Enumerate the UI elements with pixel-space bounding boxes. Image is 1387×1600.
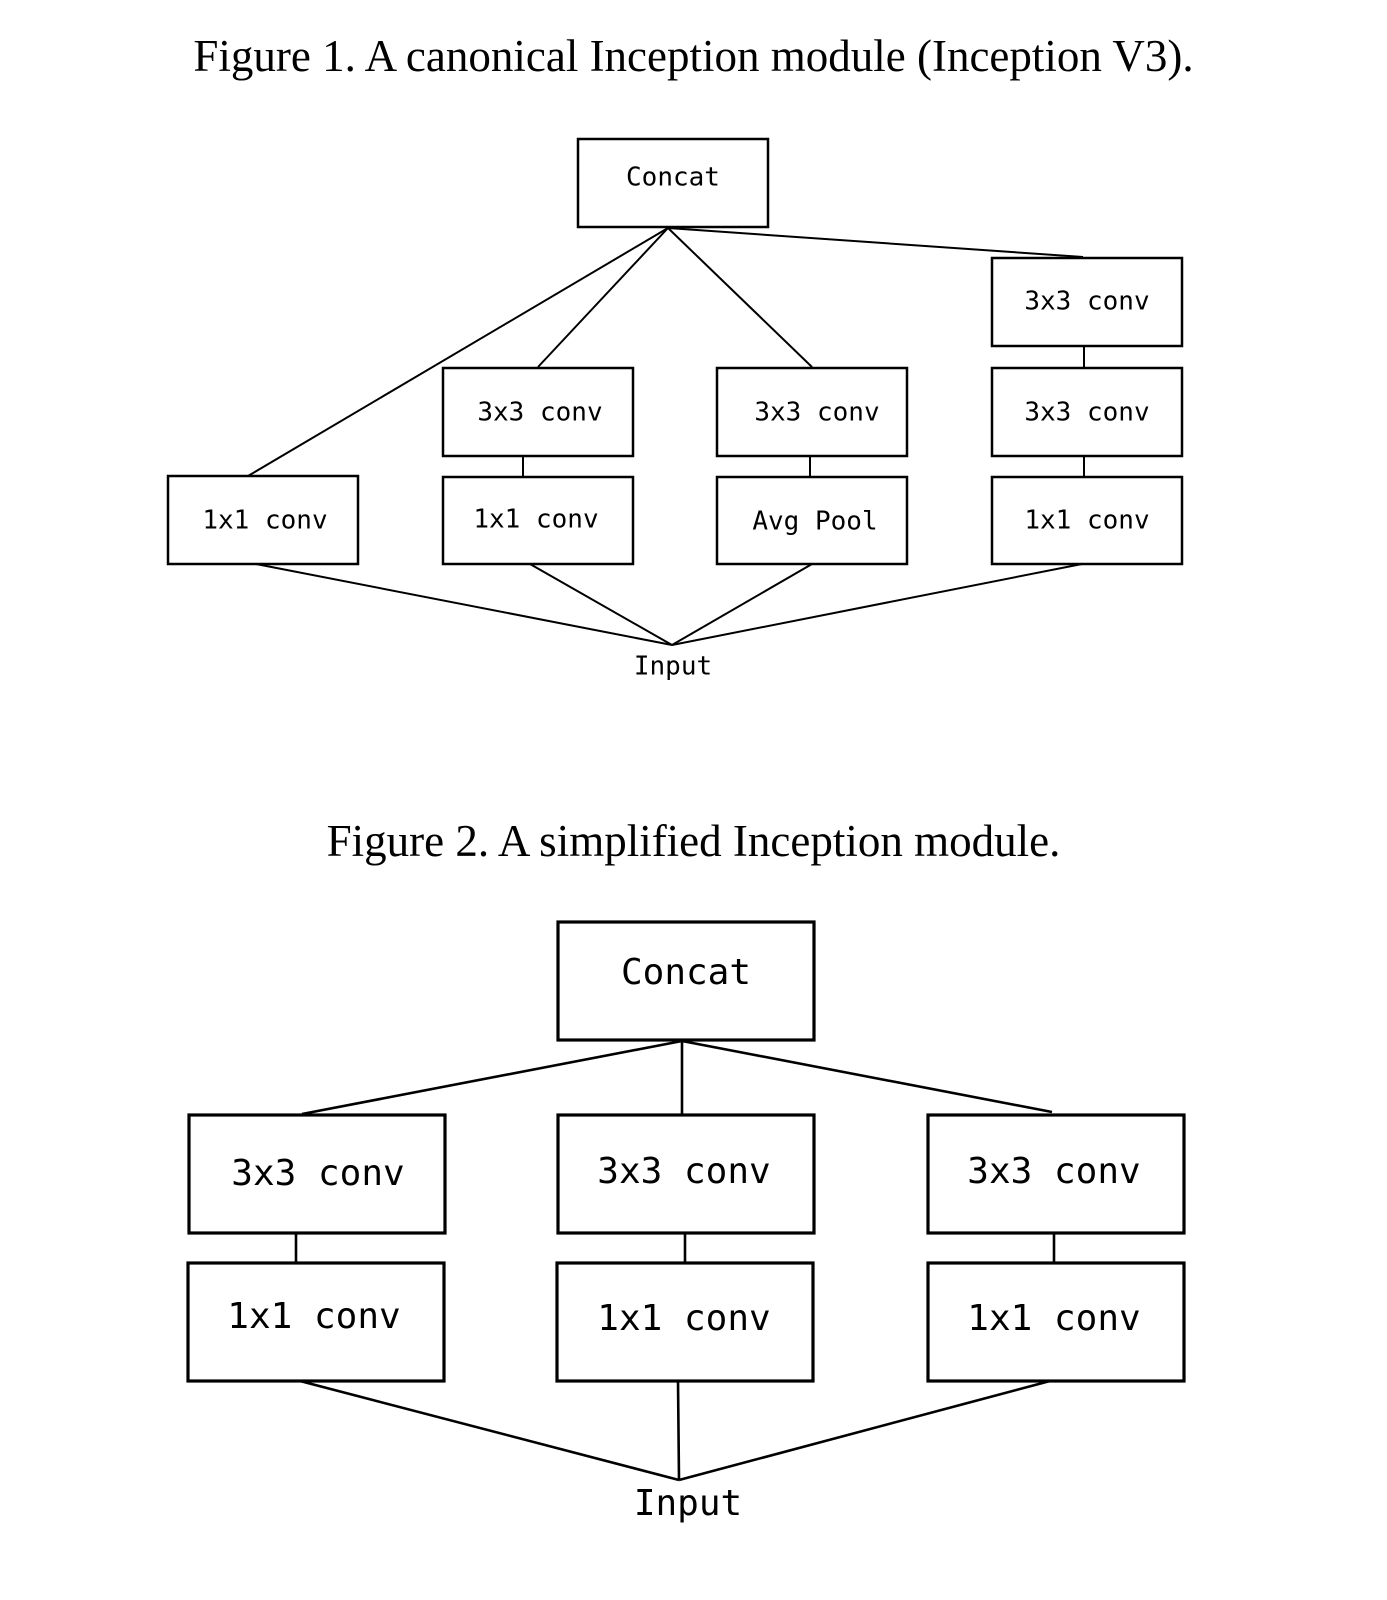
branch1-conv1x1-label: 1x1 conv <box>202 506 327 536</box>
figure2-caption: Figure 2. A simplified Inception module. <box>326 816 1061 866</box>
branch2-conv1x1-node: 1x1 conv <box>555 1261 815 1383</box>
branch2-conv1x1-node: 1x1 conv <box>441 475 635 566</box>
branch3-conv1x1-label: 1x1 conv <box>967 1298 1140 1339</box>
edge-concat-branch3 <box>667 227 813 368</box>
edge-branch4-input <box>671 563 1083 646</box>
concat-node: Concat <box>556 920 816 1042</box>
edge-branch3-input <box>678 1379 1051 1482</box>
branch3-conv3x3-node: 3x3 conv <box>926 1113 1186 1235</box>
branch4-conv3x3-lower-label: 3x3 conv <box>1024 398 1149 428</box>
branch3-avgpool-label: Avg Pool <box>752 507 877 537</box>
edge-concat-branch1 <box>247 227 669 477</box>
branch2-conv3x3-label: 3x3 conv <box>597 1151 770 1192</box>
branch1-conv3x3-label: 3x3 conv <box>231 1153 404 1194</box>
branch2-conv1x1-label: 1x1 conv <box>473 505 598 535</box>
edge-branch3-input <box>671 563 813 646</box>
edge-branch2-input <box>676 1380 681 1481</box>
concat-node: Concat <box>576 137 770 229</box>
branch1-conv1x1-node: 1x1 conv <box>166 474 360 566</box>
branch1-conv3x3-node: 3x3 conv <box>187 1113 447 1235</box>
edge-concat-branch3 <box>681 1039 1053 1114</box>
edge-branch2-input <box>529 563 673 646</box>
branch1-conv1x1-node: 1x1 conv <box>186 1261 446 1383</box>
branch3-conv3x3-label: 3x3 conv <box>967 1151 1140 1192</box>
edge-concat-branch1 <box>301 1039 683 1116</box>
edge-branch1-input <box>299 1379 680 1482</box>
concat-label: Concat <box>621 952 751 993</box>
input-label: Input <box>634 1483 742 1524</box>
branch2-conv3x3-label: 3x3 conv <box>477 398 602 428</box>
figure1-diagram: Concat 1x1 conv 3x3 conv 1x1 conv 3x3 co… <box>166 137 1184 682</box>
edge-concat-branch4 <box>667 227 1084 258</box>
branch3-conv3x3-label: 3x3 conv <box>754 398 879 428</box>
branch3-conv3x3-node: 3x3 conv <box>715 366 909 458</box>
branch4-conv1x1-node: 1x1 conv <box>990 475 1184 566</box>
edge-concat-branch2 <box>537 227 669 368</box>
branch4-conv3x3-upper-node: 3x3 conv <box>990 256 1184 348</box>
branch2-conv3x3-node: 3x3 conv <box>441 366 635 458</box>
input-label: Input <box>634 652 712 682</box>
branch2-conv3x3-node: 3x3 conv <box>556 1113 816 1235</box>
branch4-conv3x3-lower-node: 3x3 conv <box>990 366 1184 458</box>
concat-label: Concat <box>626 163 720 193</box>
branch2-conv1x1-label: 1x1 conv <box>597 1298 770 1339</box>
branch4-conv3x3-upper-label: 3x3 conv <box>1024 287 1149 317</box>
branch4-conv1x1-label: 1x1 conv <box>1024 506 1149 536</box>
branch3-conv1x1-node: 1x1 conv <box>926 1261 1186 1383</box>
figure1-caption: Figure 1. A canonical Inception module (… <box>193 31 1194 81</box>
branch3-avgpool-node: Avg Pool <box>715 475 909 566</box>
edge-branch1-input <box>255 563 673 646</box>
branch1-conv1x1-label: 1x1 conv <box>227 1296 400 1337</box>
